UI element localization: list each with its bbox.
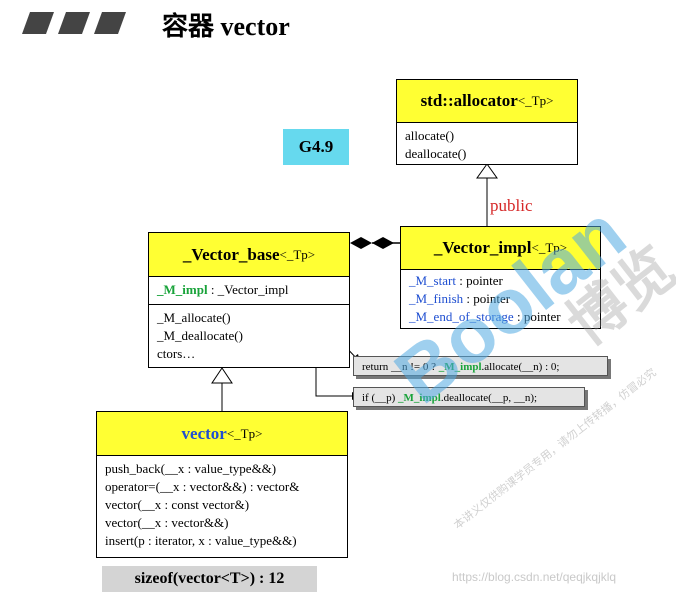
- base-member: _M_impl : _Vector_impl: [157, 281, 349, 299]
- callout-code: .deallocate(__p, __n);: [440, 392, 538, 404]
- callout-highlight: _M_impl: [398, 392, 441, 404]
- vector-base-methods: _M_allocate() _M_deallocate() ctors…: [149, 305, 349, 363]
- version-badge: G4.9: [283, 129, 349, 165]
- base-method: _M_allocate(): [157, 310, 231, 325]
- impl-member-type: : pointer: [455, 273, 503, 288]
- vector-method: vector(__x : const vector&): [105, 497, 250, 512]
- sizeof-note: sizeof(vector<T>) : 12: [102, 566, 317, 592]
- impl-member: _M_start : pointer: [409, 272, 600, 290]
- vector-methods: push_back(__x : value_type&&) operator=(…: [97, 456, 347, 550]
- title-bullet-icon: [22, 12, 126, 34]
- vector-base-tparam: <_Tp>: [279, 246, 316, 262]
- vector-base-class-name: _Vector_base: [182, 244, 280, 264]
- callout-code: if (__p): [362, 392, 399, 404]
- vector-method: push_back(__x : value_type&&): [105, 461, 277, 476]
- page-title: 容器 vector: [162, 12, 290, 41]
- allocator-tparam: <_Tp>: [517, 93, 554, 108]
- callout-highlight: _M_impl: [438, 361, 482, 373]
- vector-impl-class-box: _Vector_impl<_Tp> _M_start : pointer _M_…: [400, 226, 601, 329]
- vector-method: vector(__x : vector&&): [105, 515, 229, 530]
- impl-member-name: _M_end_of_storage: [409, 309, 514, 324]
- allocate-callout: return __n != 0 ? _M_impl.allocate(__n) …: [353, 356, 608, 376]
- impl-member: _M_finish : pointer: [409, 290, 600, 308]
- base-member-type: : _Vector_impl: [207, 282, 289, 297]
- vector-impl-class-header: _Vector_impl<_Tp>: [401, 227, 600, 270]
- callout-code: .allocate(__n) : 0;: [481, 361, 560, 373]
- impl-member-name: _M_start: [409, 273, 456, 288]
- vector-impl-class-name: _Vector_impl: [433, 238, 532, 257]
- callout-code: return __n != 0 ?: [362, 361, 439, 373]
- impl-member-type: : pointer: [513, 309, 561, 324]
- vector-class-box: vector<_Tp> push_back(__x : value_type&&…: [96, 411, 348, 558]
- inheritance-arrow-vector: [211, 367, 233, 384]
- watermark-url: https://blog.csdn.net/qeqjkqjklq: [452, 570, 617, 584]
- base-member-name: _M_impl: [157, 282, 208, 297]
- inheritance-arrow-impl: [476, 163, 498, 179]
- inheritance-label: public: [490, 196, 533, 215]
- impl-member: _M_end_of_storage : pointer: [409, 308, 600, 326]
- vector-base-class-header: _Vector_base<_Tp>: [149, 233, 349, 277]
- base-method: ctors…: [157, 346, 196, 361]
- impl-member-type: : pointer: [463, 291, 511, 306]
- vector-base-members: _M_impl : _Vector_impl: [149, 277, 349, 305]
- vector-method: insert(p : iterator, x : value_type&&): [105, 533, 297, 548]
- vector-base-class-box: _Vector_base<_Tp> _M_impl : _Vector_impl…: [148, 232, 350, 368]
- allocator-class-name: std::allocator: [420, 91, 518, 110]
- allocator-class-header: std::allocator<_Tp>: [397, 80, 577, 123]
- vector-tparam: <_Tp>: [226, 425, 263, 441]
- vector-class-name: vector: [181, 423, 227, 443]
- composition-diamond-base: [350, 237, 372, 249]
- vector-impl-members: _M_start : pointer _M_finish : pointer _…: [401, 270, 600, 326]
- vector-class-header: vector<_Tp>: [97, 412, 347, 456]
- vector-impl-tparam: <_Tp>: [531, 240, 568, 255]
- vector-method: operator=(__x : vector&&) : vector&: [105, 479, 300, 494]
- allocator-class-box: std::allocator<_Tp> allocate() deallocat…: [396, 79, 578, 165]
- deallocate-callout: if (__p) _M_impl.deallocate(__p, __n);: [353, 387, 585, 407]
- impl-member-name: _M_finish: [409, 291, 464, 306]
- allocator-methods: allocate() deallocate(): [397, 123, 577, 163]
- allocator-method: deallocate(): [405, 146, 467, 161]
- composition-diamond-impl: [372, 237, 394, 249]
- allocator-method: allocate(): [405, 128, 455, 143]
- base-method: _M_deallocate(): [157, 328, 243, 343]
